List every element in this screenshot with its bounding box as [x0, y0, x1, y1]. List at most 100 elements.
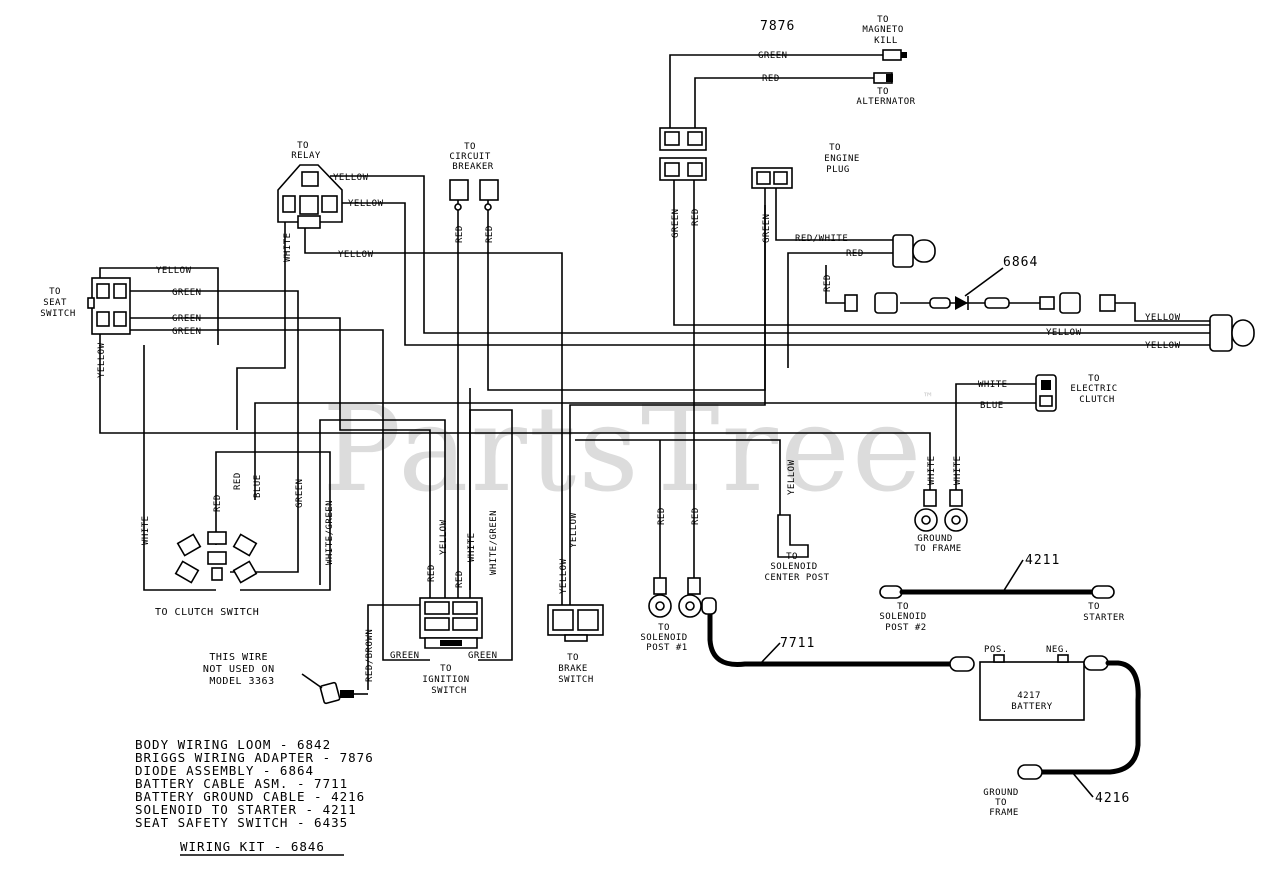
wire-label: WHITE: [953, 455, 963, 485]
label-solenoid-center: TO SOLENOID CENTER POST: [764, 552, 829, 583]
wire-label: WHITE/GREEN: [489, 510, 499, 575]
parts-list-item: SOLENOID TO STARTER - 4211: [135, 802, 357, 817]
electric-clutch-connector: [1035, 374, 1057, 412]
watermark: PartsTree ™: [322, 380, 932, 518]
wire-label: RED: [823, 274, 833, 292]
wire-green-seat-1: [125, 290, 299, 573]
wire-yellow-diode-end: [1115, 302, 1210, 322]
wire-red-alternator: [694, 77, 874, 133]
wire-red-clutch: [215, 451, 331, 591]
wire-white-green-clutch: [319, 419, 446, 600]
battery-labels: POS. NEG. 4217 BATTERY: [984, 645, 1069, 712]
wire-label: GREEN: [172, 288, 202, 298]
part-number-diode: 6864: [1003, 255, 1038, 270]
wire-white-electric-clutch: [955, 383, 1036, 492]
label-solenoid-post2: TO SOLENOID POST #2: [879, 602, 932, 633]
wire-label: GREEN: [671, 208, 681, 238]
wire-label: RED: [233, 472, 243, 490]
part-number-adapter: 7876: [760, 19, 795, 34]
label-solenoid-post1: TO SOLENOID POST #1: [640, 623, 693, 653]
ignition-switch: [419, 597, 483, 649]
wire-red-diode-start: [825, 265, 845, 304]
battery-label: 4217 BATTERY: [1011, 691, 1053, 712]
wire-color-labels: GREEN RED YELLOW YELLOW YELLOW YELLOW GR…: [97, 51, 1181, 682]
wire-label: GREEN: [172, 327, 202, 337]
wire-label: YELLOW: [1145, 313, 1181, 323]
parts-list-item: DIODE ASSEMBLY - 6864: [135, 763, 314, 778]
label-alternator: TO ALTERNATOR: [856, 87, 915, 107]
label-clutch-switch: TO CLUTCH SWITCH: [155, 607, 259, 618]
wire-label: YELLOW: [559, 558, 569, 594]
wire-red-breaker-2: [487, 205, 766, 391]
part-numbers: 7876 6864 4211 7711 4216: [760, 19, 1129, 806]
wires: [99, 54, 1210, 690]
seat-switch-connector: [87, 277, 131, 335]
wire-white-relay: [236, 222, 286, 430]
wire-label: RED: [427, 564, 437, 582]
solenoid-center-terminal: [777, 514, 809, 558]
wire-yellow-relay-2: [340, 202, 1210, 346]
wire-red-brown: [367, 604, 440, 690]
magneto-terminal: [882, 49, 907, 61]
diode-assembly: [844, 292, 1116, 314]
wire-label: BLUE: [980, 401, 1004, 411]
relay-connector: [277, 164, 343, 229]
adapter-connector: [659, 127, 707, 181]
red-brown-terminal: [319, 681, 368, 705]
unused-wire-note: THIS WIRE NOT USED ON MODEL 3363: [203, 652, 281, 687]
wire-yellow-relay-1: [330, 175, 1210, 334]
label-seat-switch: TO SEAT SWITCH: [40, 287, 76, 319]
wire-blue-clutch: [254, 402, 1038, 500]
wire-label: YELLOW: [348, 199, 384, 209]
parts-list-item: BODY WIRING LOOM - 6842: [135, 737, 331, 752]
wire-label: RED/BROWN: [365, 629, 375, 682]
label-magneto-kill: TO MAGNETO KILL: [862, 15, 909, 46]
wire-label: GREEN: [390, 651, 420, 661]
clutch-switch: [174, 531, 258, 584]
label-circuit-breaker: TO CIRCUIT BREAKER: [449, 142, 496, 172]
wire-label: GREEN: [762, 213, 772, 243]
wire-label: YELLOW: [97, 342, 107, 378]
parts-list-item: BATTERY GROUND CABLE - 4216: [135, 789, 365, 804]
wire-white-green-ignition: [469, 409, 513, 661]
wire-label: RED: [762, 74, 780, 84]
leader-lines: [301, 267, 1094, 798]
wire-label: GREEN: [295, 478, 305, 508]
wire-label: YELLOW: [569, 512, 579, 548]
wire-yellow-relay-brake: [304, 228, 563, 608]
kit-title: WIRING KIT - 6846: [180, 839, 325, 854]
destination-labels: TO MAGNETO KILL TO ALTERNATOR TO RELAY T…: [40, 15, 1124, 818]
wire-label: BLUE: [253, 474, 263, 498]
battery-ground-cable: [1017, 655, 1141, 780]
wire-label: RED: [455, 225, 465, 243]
label-relay: TO RELAY: [291, 141, 321, 161]
cable-solenoid-to-starter: [879, 585, 1115, 599]
engine-plug-connector: [751, 167, 793, 189]
wire-label: WHITE: [141, 515, 151, 545]
wire-green-seat-2: [125, 317, 431, 600]
ground-rings-clutch: [914, 489, 968, 532]
parts-list-item: SEAT SAFETY SWITCH - 6435: [135, 815, 348, 830]
wire-label: GREEN: [468, 651, 498, 661]
label-ignition-switch: TO IGNITION SWITCH: [422, 664, 475, 696]
wire-label: RED: [213, 494, 223, 512]
wire-label: WHITE: [978, 380, 1008, 390]
wire-label: YELLOW: [1046, 328, 1082, 338]
label-ground-frame-clutch: GROUND TO FRAME: [914, 534, 961, 554]
wire-label: YELLOW: [338, 250, 374, 260]
wire-label: YELLOW: [333, 173, 369, 183]
brake-switch: [547, 604, 604, 642]
circuit-breaker-terminals: [449, 179, 499, 212]
wire-green-engine-plug: [569, 188, 766, 608]
wire-label: YELLOW: [156, 266, 192, 276]
yellow-bullet-connector: [1209, 314, 1255, 352]
wire-label: GREEN: [758, 51, 788, 61]
label-engine-plug: TO ENGINE PLUG: [824, 143, 865, 175]
wire-red-white-engine: [775, 188, 893, 241]
wire-label: GREEN: [172, 314, 202, 324]
wire-label: RED: [691, 208, 701, 226]
part-number-battery-cable: 7711: [780, 636, 815, 651]
wire-green-seat-3: [125, 329, 430, 661]
alternator-terminal: [873, 72, 893, 84]
parts-list-item: BATTERY CABLE ASM. - 7711: [135, 776, 348, 791]
